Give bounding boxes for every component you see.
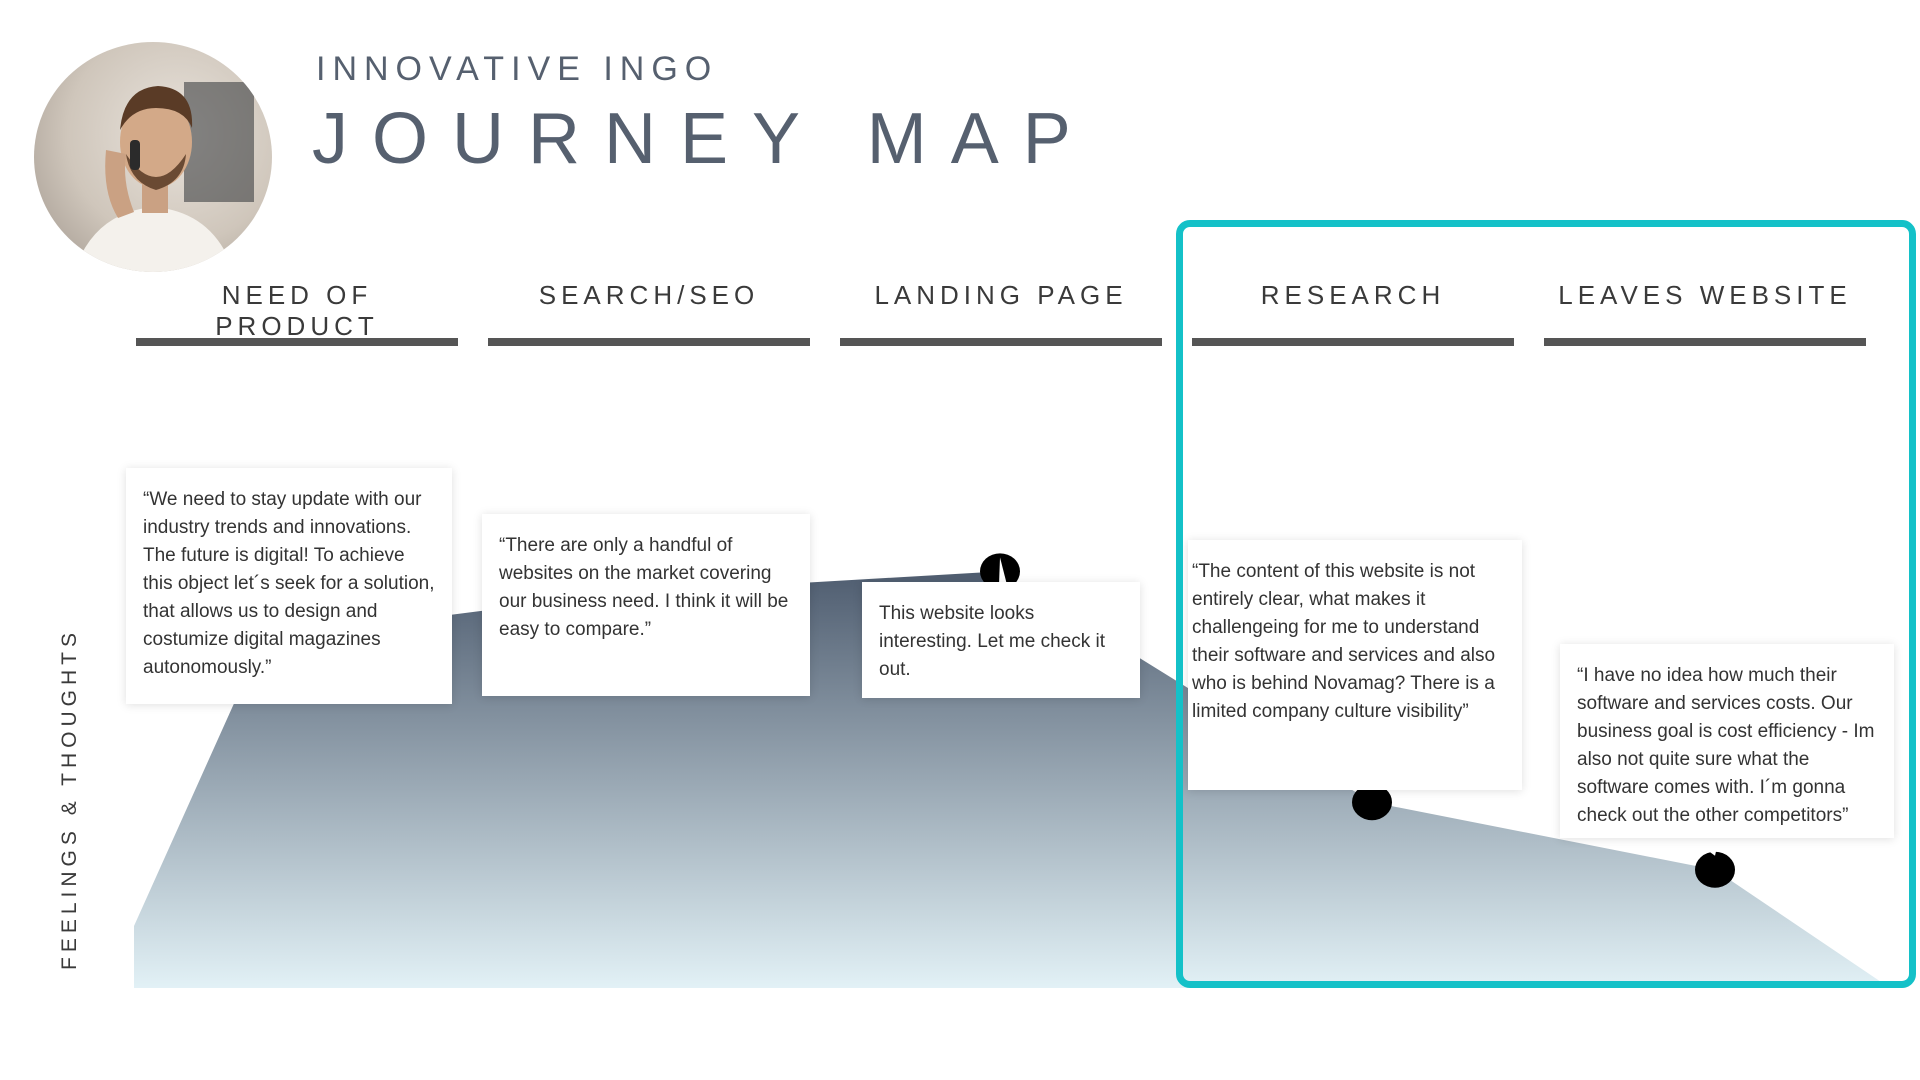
thought-bubble: “The content of this website is not enti… xyxy=(1188,540,1522,790)
stage-bar xyxy=(136,338,458,346)
thought-bubble: “I have no idea how much their software … xyxy=(1560,644,1894,838)
stage-bar xyxy=(488,338,810,346)
emotion-point xyxy=(1352,784,1392,821)
stage-bar xyxy=(840,338,1162,346)
page-title: JOURNEY MAP xyxy=(312,99,1095,179)
thought-bubble: “We need to stay update with our industr… xyxy=(126,468,452,704)
persona-photo-icon xyxy=(74,82,254,272)
stage-label: NEED OF PRODUCT xyxy=(215,280,379,341)
emotion-point xyxy=(1695,851,1735,888)
stage-label: LEAVES WEBSITE xyxy=(1558,280,1852,310)
stage-label: RESEARCH xyxy=(1260,280,1446,310)
stage-label: SEARCH/SEO xyxy=(538,280,760,310)
thought-bubble: This website looks interesting. Let me c… xyxy=(862,582,1140,698)
highlight-frame xyxy=(1176,220,1916,988)
persona-name: INNOVATIVE INGO xyxy=(316,50,719,88)
persona-avatar xyxy=(34,42,272,272)
stage-bar xyxy=(1192,338,1514,346)
stage-bar xyxy=(1544,338,1866,346)
stage-label: LANDING PAGE xyxy=(874,280,1128,310)
bubble-tail xyxy=(1685,834,1720,856)
thought-bubble: “There are only a handful of websites on… xyxy=(482,514,810,696)
